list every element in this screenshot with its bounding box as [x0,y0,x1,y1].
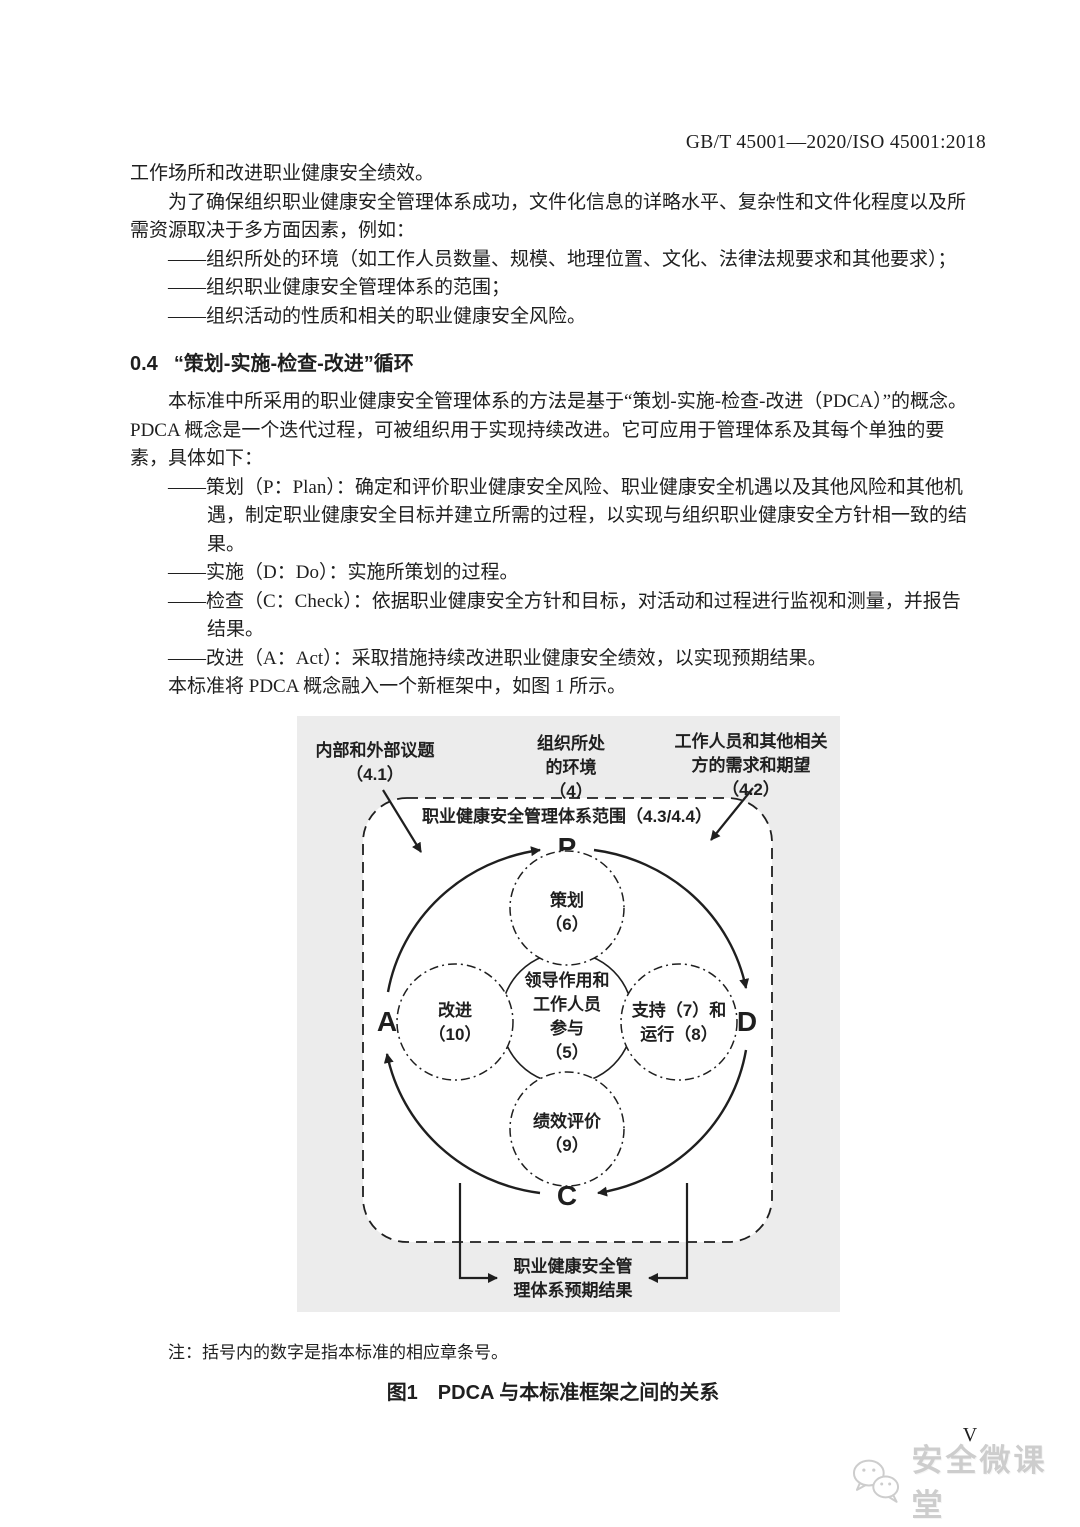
text-line: ——检查（C：Check）：依据职业健康安全方针和目标，对活动和过程进行监视和测… [168,590,961,612]
plan-circle [509,850,625,966]
plan-label: 策划 [550,890,584,910]
arrow-workers [710,787,754,841]
cycle-arc-a-to-p [386,846,541,993]
text-line: 为了确保组织职业健康安全管理体系成功，文件化信息的详略水平、复杂性和文件化程度以… [168,191,967,213]
text-line: ——组织所处的环境（如工作人员数量、规模、地理位置、文化、法律法规要求和其他要求… [168,248,957,270]
letter-c: C [557,1180,577,1211]
text-line: 本标准中所采用的职业健康安全管理体系的方法是基于“策划-实施-检查-改进（PDC… [168,391,968,412]
watermark-text: 安全微课堂 [911,1443,1048,1523]
section-heading: 0.4 “策划-实施-检查-改进”循环 [130,347,414,376]
outcome-connector-right [648,1183,689,1283]
label-workers-line2: 方的需求和期望 [692,755,811,775]
text-line: 工作场所和改进职业健康安全绩效。 [130,163,435,184]
leadership-label-line3: 参与 [550,1018,584,1038]
letter-d: D [737,1006,757,1037]
arrow-internal-external [382,789,422,853]
support-label-line1: 支持（7）和 [632,1000,726,1020]
label-context-clause: （4） [549,781,592,801]
performance-circle [509,1071,625,1187]
text-line: ——组织职业健康安全管理体系的范围； [168,277,511,298]
figure-note: 注：括号内的数字是指本标准的相应章条号。 [168,1343,508,1362]
label-workers-line1: 工作人员和其他相关 [675,731,828,751]
improvement-clause: （10） [429,1024,482,1044]
outcome-label-line2: 理体系预期结果 [514,1280,633,1300]
label-context-line1: 组织所处 [537,733,606,753]
plan-clause: （6） [545,914,588,934]
text-line: 素，具体如下： [130,448,264,469]
page-number: V [962,1424,978,1446]
text-line: 遇，制定职业健康安全目标并建立所需的过程，以实现与组织职业健康安全方针相一致的结 [207,505,968,526]
wechat-icon [852,1459,900,1503]
text-line: 果。 [207,533,246,555]
text-line: ——策划（P：Plan）：确定和评价职业健康安全风险、职业健康安全机遇以及其他风… [168,476,963,498]
label-internal-external-issues: 内部和外部议题 [316,740,436,760]
cycle-arc-d-to-c [597,1049,748,1197]
leadership-clause: （5） [545,1042,588,1062]
leadership-label-line1: 领导作用和 [525,970,610,990]
standard-number-header: GB/T 45001—2020/ISO 45001:2018 [685,132,986,153]
support-label-line2: 运行（8） [640,1024,717,1044]
pdca-figure-panel: 内部和外部议题 （4.1） 组织所处 的环境 （4） 工作人员和其他相关 方的需… [297,716,840,1312]
performance-label: 绩效评价 [533,1111,602,1131]
text-line: 需资源取决于多方面因素，例如： [130,220,416,241]
section-number: 0.4 [130,353,158,375]
improvement-label: 改进 [438,1000,472,1020]
pdca-text-block: 本标准中所采用的职业健康安全管理体系的方法是基于“策划-实施-检查-改进（PDC… [130,388,992,702]
cycle-arc-c-to-a [383,1053,541,1195]
performance-clause: （9） [545,1135,588,1155]
section-title: “策划-实施-检查-改进”循环 [173,353,414,375]
watermark: 安全微课堂 [850,1443,1080,1523]
text-line: PDCA 概念是一个迭代过程，可被组织用于实现持续改进。它可应用于管理体系及其每… [130,419,945,441]
intro-text-block: 工作场所和改进职业健康安全绩效。 为了确保组织职业健康安全管理体系成功，文件化信… [130,160,992,331]
improvement-circle [396,963,514,1081]
support-operation-circle [620,963,738,1081]
figure-caption: 图1 PDCA 与本标准框架之间的关系 [386,1382,720,1404]
pdca-diagram: 内部和外部议题 （4.1） 组织所处 的环境 （4） 工作人员和其他相关 方的需… [316,731,828,1300]
cycle-arc-p-to-d [593,848,750,989]
label-context-line2: 的环境 [546,757,597,777]
text-line: ——改进（A：Act）：采取措施持续改进职业健康安全绩效，以实现预期结果。 [168,647,827,669]
outcome-label-line1: 职业健康安全管 [514,1256,633,1276]
leadership-label-line2: 工作人员 [533,994,601,1014]
text-line: 本标准将 PDCA 概念融入一个新框架中，如图 1 所示。 [168,676,627,697]
text-line: 结果。 [207,619,265,640]
label-internal-external-clause: （4.1） [346,764,404,784]
outcome-connector-left [458,1183,498,1283]
scope-title: 职业健康安全管理体系范围（4.3/4.4） [422,806,712,826]
text-line: ——组织活动的性质和相关的职业健康安全风险。 [168,305,587,327]
letter-a: A [377,1006,397,1037]
text-line: ——实施（D：Do）：实施所策划的过程。 [168,562,519,583]
